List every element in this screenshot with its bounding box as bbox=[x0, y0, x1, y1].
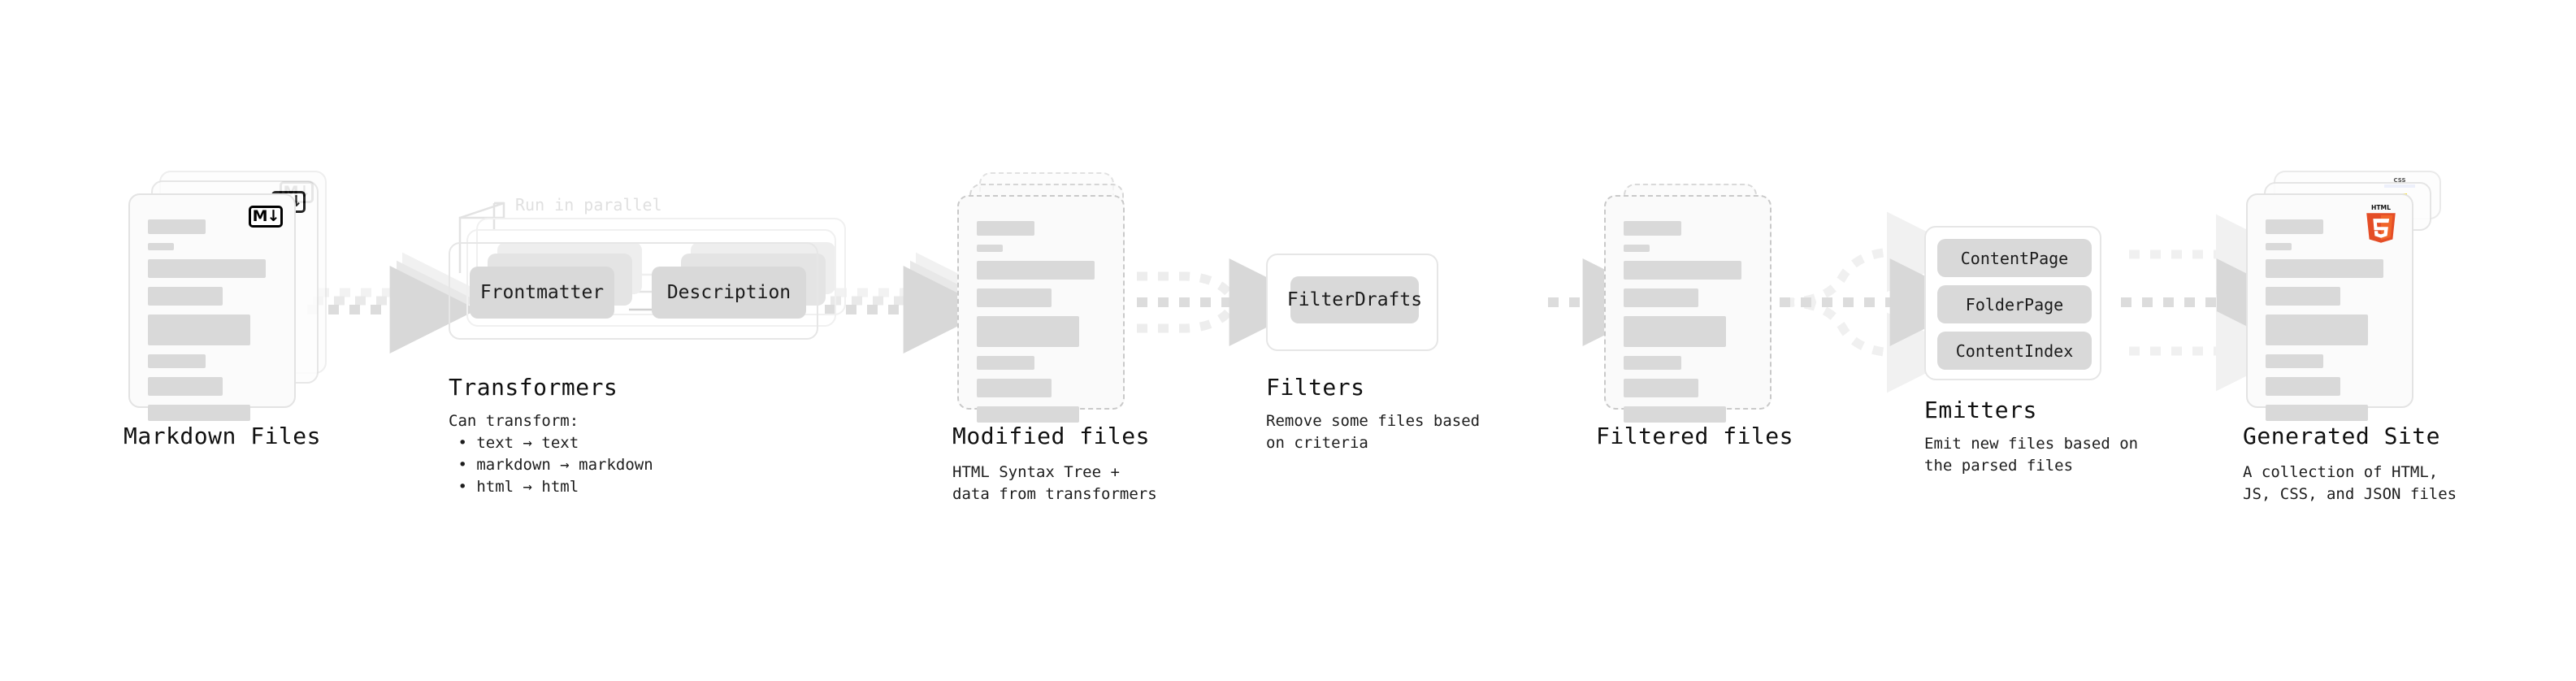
connector-modified-to-filters bbox=[1137, 258, 1317, 346]
chip-folderpage[interactable]: FolderPage bbox=[1937, 285, 2092, 323]
subcaption-emitters: Emit new files based on the parsed files bbox=[1924, 435, 2139, 475]
chip-contentpage[interactable]: ContentPage bbox=[1937, 239, 2092, 277]
emitters-group: ContentPage FolderPage ContentIndex bbox=[1924, 226, 2101, 380]
subcaption-filters: Remove some files based on criteria bbox=[1266, 412, 1481, 452]
card-text-lines bbox=[148, 219, 276, 430]
html5-icon: HTML bbox=[2366, 204, 2396, 243]
chip-filterdrafts[interactable]: FilterDrafts bbox=[1287, 276, 1422, 323]
caption-modified-files: Modified files bbox=[952, 423, 1151, 449]
chip-frontmatter[interactable]: Frontmatter bbox=[470, 267, 614, 319]
connector-emitters-to-site bbox=[2121, 214, 2305, 392]
modified-card-front bbox=[957, 195, 1125, 423]
chip-contentindex[interactable]: ContentIndex bbox=[1937, 332, 2092, 370]
css-icon-label: CSS bbox=[2393, 177, 2406, 184]
card-text-lines bbox=[1624, 221, 1752, 432]
subcaption-generated-site: A collection of HTML, JS, CSS, and JSON … bbox=[2243, 463, 2457, 503]
caption-generated-site: Generated Site bbox=[2243, 423, 2441, 449]
markdown-icon-label: M↓ bbox=[252, 207, 280, 225]
caption-emitters: Emitters bbox=[1924, 397, 2037, 423]
markdown-card-front: M↓ bbox=[128, 193, 296, 421]
caption-filtered-files: Filtered files bbox=[1596, 423, 1794, 449]
transformer-group-front: Frontmatter Description bbox=[449, 242, 818, 340]
caption-transformers: Transformers bbox=[449, 374, 618, 401]
svg-text:HTML: HTML bbox=[2371, 204, 2391, 211]
filters-group: FilterDrafts bbox=[1266, 254, 1438, 351]
subcaption-transformers: Can transform: • text → text • markdown … bbox=[449, 412, 653, 496]
card-text-lines bbox=[2266, 219, 2394, 430]
caption-markdown-files: Markdown Files bbox=[124, 423, 322, 449]
site-card-front: HTML bbox=[2246, 193, 2413, 421]
chip-description[interactable]: Description bbox=[652, 267, 806, 319]
connector-filtered-to-emitters bbox=[1780, 211, 1978, 393]
run-in-parallel-label: Run in parallel bbox=[515, 195, 662, 215]
caption-filters: Filters bbox=[1266, 374, 1365, 401]
markdown-icon: M↓ bbox=[249, 206, 283, 228]
subcaption-modified-files: HTML Syntax Tree + data from transformer… bbox=[952, 463, 1157, 503]
filtered-card-front bbox=[1604, 195, 1772, 423]
card-text-lines bbox=[977, 221, 1105, 432]
